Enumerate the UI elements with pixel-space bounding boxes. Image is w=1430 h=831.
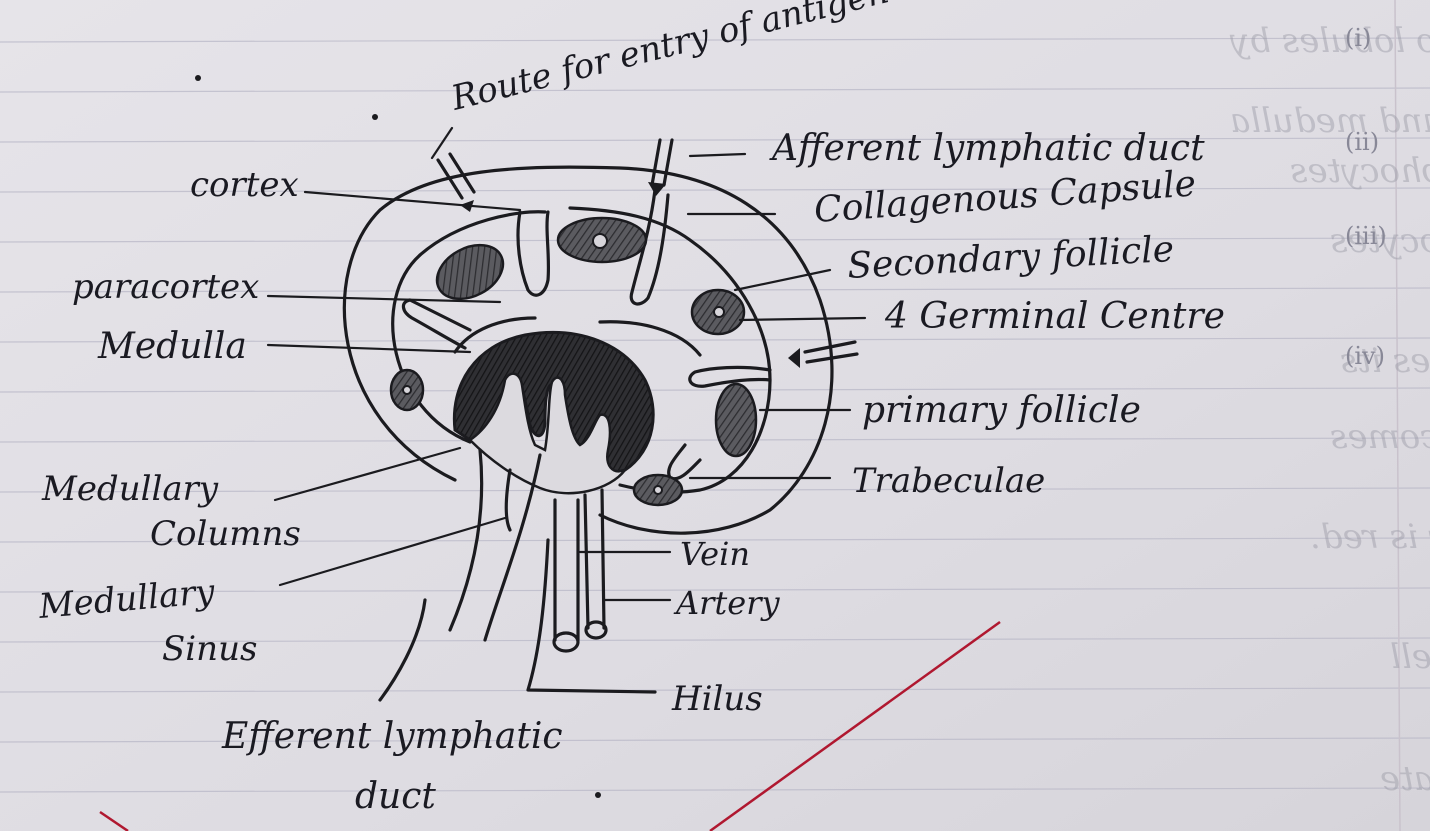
svg-text:(iv): (iv) <box>1345 342 1385 370</box>
label-medullary-sinus-2: Sinus <box>162 629 257 669</box>
svg-text:trabeculae. Each lobe Cortex a: trabeculae. Each lobe Cortex and medulla <box>1230 101 1430 141</box>
label-germinal: 4 Germinal Centre <box>884 296 1225 337</box>
label-medulla: Medulla <box>97 326 247 367</box>
svg-text:(iii): (iii) <box>1345 222 1387 250</box>
label-efferent-1: Efferent lymphatic <box>221 716 563 757</box>
label-primary: primary follicle <box>862 390 1141 431</box>
label-artery: Artery <box>673 584 781 622</box>
label-hilus: Hilus <box>671 679 763 719</box>
svg-text:will be selected to survive an: will be selected to survive and migrate <box>1380 759 1430 799</box>
svg-text:maximum size at puberty it bec: maximum size at puberty it becomes <box>1330 417 1430 457</box>
label-vein: Vein <box>680 535 750 573</box>
germinal-centre-4 <box>654 486 662 494</box>
label-trabeculae: Trabeculae <box>852 461 1045 501</box>
label-afferent: Afferent lymphatic duct <box>769 128 1205 169</box>
germinal-centre-2 <box>714 307 724 317</box>
svg-text:(i) It passes two thy divided: (i) It passes two thy divided into lobul… <box>1229 21 1430 61</box>
label-medullary-columns-1: Medullary <box>41 469 219 509</box>
germinal-centre-3 <box>403 386 411 394</box>
svg-text:(i): (i) <box>1345 24 1371 52</box>
label-cortex: cortex <box>190 165 299 205</box>
primary-follicle-right <box>716 384 756 456</box>
label-paracortex: paracortex <box>72 267 259 307</box>
germinal-centre-1 <box>593 234 607 248</box>
svg-text:(ii): (ii) <box>1345 128 1379 156</box>
svg-text:ultimately is red.: ultimately is red. <box>1310 517 1430 557</box>
svg-text:(ii) Cortex is densely packed: (ii) Cortex is densely packed lymphocyte… <box>1290 151 1430 191</box>
label-efferent-2: duct <box>355 776 436 817</box>
svg-text:thymus gland transform into T: thymus gland transform into T cells matu… <box>1390 637 1430 677</box>
label-medullary-columns-2: Columns <box>150 514 301 554</box>
